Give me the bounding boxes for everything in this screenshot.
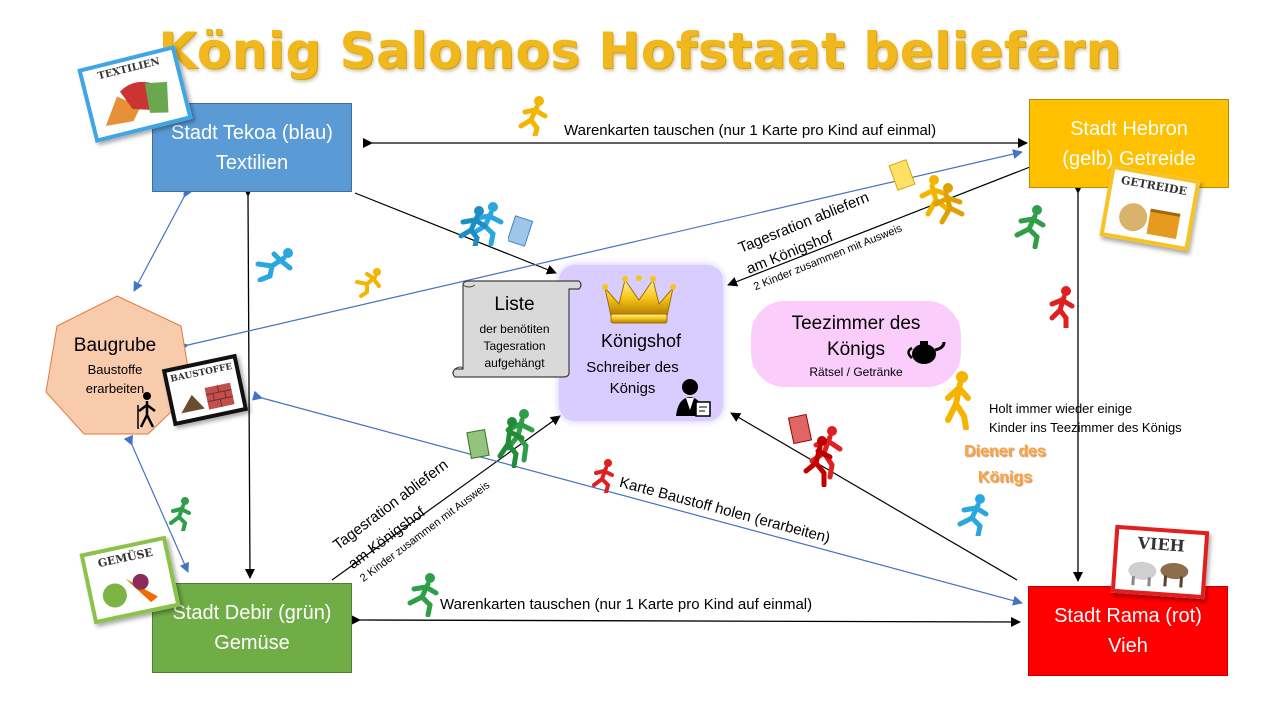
runners-pair-icon [803, 426, 843, 487]
teapot-icon [907, 341, 946, 364]
runners-pair-icon [919, 175, 965, 225]
liste-line1: der benötiten [479, 322, 550, 336]
liste-scroll [452, 280, 582, 378]
bricks-icon [181, 382, 235, 414]
teezimmer-sub: Rätsel / Getränke [809, 365, 903, 379]
vegetables-icon [102, 573, 159, 608]
city-rama-goods: Vieh [1108, 635, 1148, 657]
card-gemuese: GEMÜSE [79, 535, 181, 625]
baugrube-line1: Baustoffe [87, 362, 143, 377]
runner-icon [957, 494, 989, 536]
grain-icon [1119, 203, 1181, 239]
diener-title-2: Königs [977, 469, 1033, 486]
runner-icon [1014, 205, 1046, 249]
document-card-icon [508, 215, 534, 247]
diener-title-1: Diener des [964, 443, 1046, 460]
document-card-icon [466, 429, 490, 459]
baugrube-line2: erarbeiten [85, 381, 145, 396]
city-hebron-goods: (gelb) Getreide [1062, 147, 1196, 170]
city-tekoa-goods: Textilien [215, 151, 289, 174]
koenigshof-line2: Königs [609, 380, 656, 397]
card-getreide: GETREIDE [1099, 164, 1201, 252]
city-rama-name: Stadt Rama (rot) [1054, 605, 1202, 627]
diener-desc2: Kinder ins Teezimmer des Königs [989, 420, 1182, 435]
city-tekoa-name: Stadt Tekoa (blau) [171, 121, 333, 144]
baugrube-shape [45, 295, 193, 435]
card-textilien: TEXTILIEN [77, 45, 193, 143]
runner-icon [518, 96, 548, 136]
worker-shovel-icon [137, 392, 156, 429]
liste-line3: aufgehängt [484, 356, 545, 370]
arrow-debir-rama [350, 614, 1021, 627]
arrow-baugrube-debir [123, 434, 189, 573]
arrow-hebron-baugrube [178, 149, 1023, 352]
label-tausch-top: Warenkarten tauschen (nur 1 Karte pro Ki… [564, 122, 937, 139]
arrow-baugrube-rama [252, 390, 1023, 606]
liste-line2: Tagesration [483, 339, 546, 353]
servant-walking-icon [945, 371, 971, 430]
arrow-tekoa-debir [242, 186, 255, 579]
city-rama: Stadt Rama (rot) Vieh [1028, 586, 1228, 676]
document-card-icon [888, 159, 916, 191]
arrow-tekoa-baugrube [133, 186, 193, 292]
runner-icon [355, 268, 381, 298]
runner-icon [169, 497, 191, 531]
scribe-icon [676, 379, 711, 417]
livestock-icon [1128, 561, 1189, 588]
koenigshof-line1: Schreiber des [586, 359, 679, 376]
card-baustoffe: BAUSTOFFE [161, 353, 249, 427]
teezimmer-line2: Königs [826, 339, 886, 360]
label-tausch-bottom: Warenkarten tauschen (nur 1 Karte pro Ki… [440, 596, 813, 613]
card-vieh: VIEH [1110, 524, 1210, 600]
koenigshof-title: Königshof [600, 331, 682, 351]
teezimmer-line1: Teezimmer des [791, 313, 921, 334]
liste-title: Liste [494, 294, 535, 315]
city-debir-goods: Gemüse [214, 632, 290, 654]
koenigshof: Königshof Schreiber des Königs [559, 265, 723, 421]
city-hebron-name: Stadt Hebron [1070, 117, 1188, 140]
runner-icon [1049, 286, 1075, 328]
runner-icon [255, 248, 293, 282]
crown-icon [602, 275, 676, 324]
city-debir-name: Stadt Debir (grün) [172, 602, 332, 624]
runners-pair-icon [497, 409, 535, 468]
city-tekoa: Stadt Tekoa (blau) Textilien [152, 103, 352, 192]
city-debir: Stadt Debir (grün) Gemüse [152, 583, 352, 673]
fabric-icon [105, 81, 169, 126]
page-title: König Salomos Hofstaat beliefern [158, 22, 1122, 80]
baugrube-title: Baugrube [73, 335, 157, 356]
document-card-icon [788, 413, 813, 445]
runner-icon [592, 459, 614, 493]
diener-desc1: Holt immer wieder einige [989, 401, 1133, 416]
runners-pair-icon [458, 202, 504, 246]
runner-icon [407, 573, 439, 617]
